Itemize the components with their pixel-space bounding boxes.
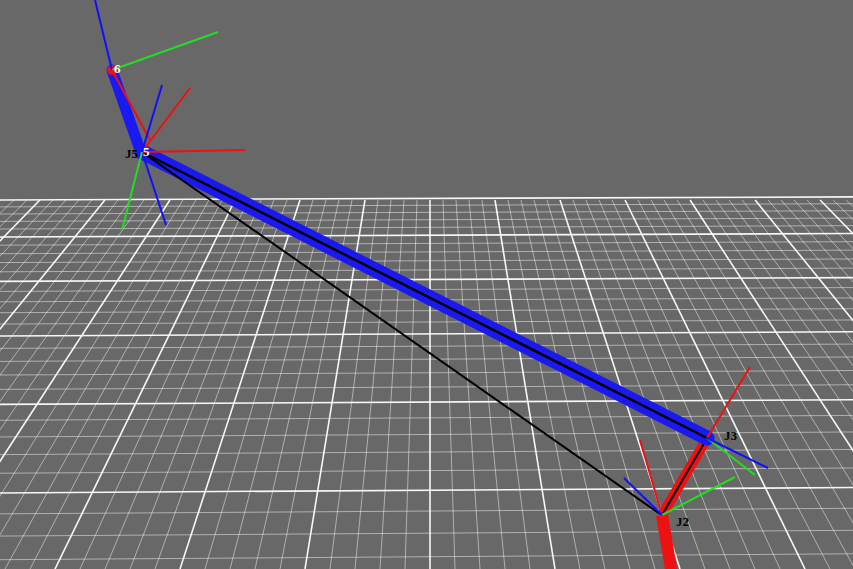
grid-line — [0, 200, 196, 569]
grid-line — [755, 200, 853, 569]
grid-line — [781, 200, 853, 569]
grid-line — [255, 200, 339, 569]
grid-line — [5, 200, 209, 569]
y-axis — [112, 32, 218, 70]
joint-label: J5 — [125, 144, 138, 162]
grid-line — [807, 200, 853, 569]
grid-line — [820, 200, 853, 569]
grid-line — [180, 200, 300, 569]
grid-line — [0, 226, 853, 229]
grid-line — [625, 200, 805, 569]
y-axis — [122, 152, 142, 230]
y-axis — [662, 477, 735, 515]
grid-line — [80, 200, 248, 569]
joint-label: J2 — [676, 514, 689, 529]
grid-line — [677, 200, 853, 569]
grid-line — [0, 200, 131, 569]
joint-label: 6 — [114, 61, 121, 76]
grid-line — [768, 200, 853, 569]
grid-line — [482, 200, 530, 569]
joint-label: J5 — [125, 146, 138, 161]
grid-line — [0, 200, 66, 569]
grid-line — [429, 200, 431, 569]
joint-label: 5 — [143, 142, 150, 160]
z-axis — [624, 478, 662, 515]
grid-line — [794, 200, 853, 569]
grid-line — [0, 488, 853, 493]
grid-line — [729, 200, 853, 569]
base-link — [662, 515, 672, 569]
grid-line — [30, 200, 222, 569]
x-axis — [142, 150, 245, 152]
x-axis — [707, 367, 750, 438]
grid-line — [380, 200, 404, 569]
grid-line — [638, 200, 830, 569]
grid-line — [130, 200, 274, 569]
z-axis — [95, 0, 112, 70]
arm-links — [107, 65, 707, 569]
grid-line — [0, 218, 853, 221]
joint-label: 6 — [114, 59, 121, 77]
floor-grid — [0, 197, 853, 569]
grid-line — [0, 200, 27, 569]
grid-line — [105, 200, 261, 569]
z-axis — [142, 85, 162, 152]
grid-line — [0, 200, 144, 569]
grid-line — [0, 200, 183, 569]
chord-line — [142, 152, 660, 514]
grid-line — [716, 200, 853, 569]
grid-line — [664, 200, 853, 569]
grid-line — [495, 200, 555, 569]
grid-line — [0, 468, 853, 473]
grid-line — [0, 385, 853, 390]
grid-line — [651, 200, 853, 569]
joint-label: 5 — [143, 144, 150, 159]
z-axis — [707, 438, 768, 468]
grid-line — [230, 200, 326, 569]
grid-line — [0, 320, 853, 324]
grid-line — [703, 200, 853, 569]
z-axis — [142, 152, 166, 225]
grid-line — [0, 200, 92, 569]
grid-line — [0, 508, 853, 514]
grid-line — [0, 357, 853, 361]
grid-line — [508, 200, 580, 569]
grid-line — [0, 268, 853, 272]
grid-line — [0, 259, 853, 263]
grid-line — [833, 200, 853, 569]
joint-label: J3 — [724, 428, 737, 443]
x-axis — [112, 70, 150, 140]
grid-line — [0, 200, 40, 569]
grid-line — [599, 200, 755, 569]
grid-line — [742, 200, 853, 569]
frame-axes — [95, 0, 768, 515]
grid-line — [0, 234, 853, 237]
link-axis — [142, 152, 707, 438]
grid-line — [0, 371, 853, 375]
link-j3-j5 — [142, 152, 707, 438]
grid-line — [443, 200, 455, 569]
grid-line — [846, 200, 853, 569]
link-j5-6 — [112, 70, 140, 150]
grid-line — [560, 200, 680, 569]
joint-label: J3 — [724, 426, 737, 444]
grid-line — [0, 309, 853, 313]
grid-line — [0, 197, 853, 200]
x-axis — [142, 88, 190, 152]
grid-line — [405, 200, 417, 569]
grid-line — [55, 200, 235, 569]
joint-label: J2 — [676, 512, 689, 530]
grid-line — [0, 530, 853, 536]
y-axis — [707, 438, 755, 475]
